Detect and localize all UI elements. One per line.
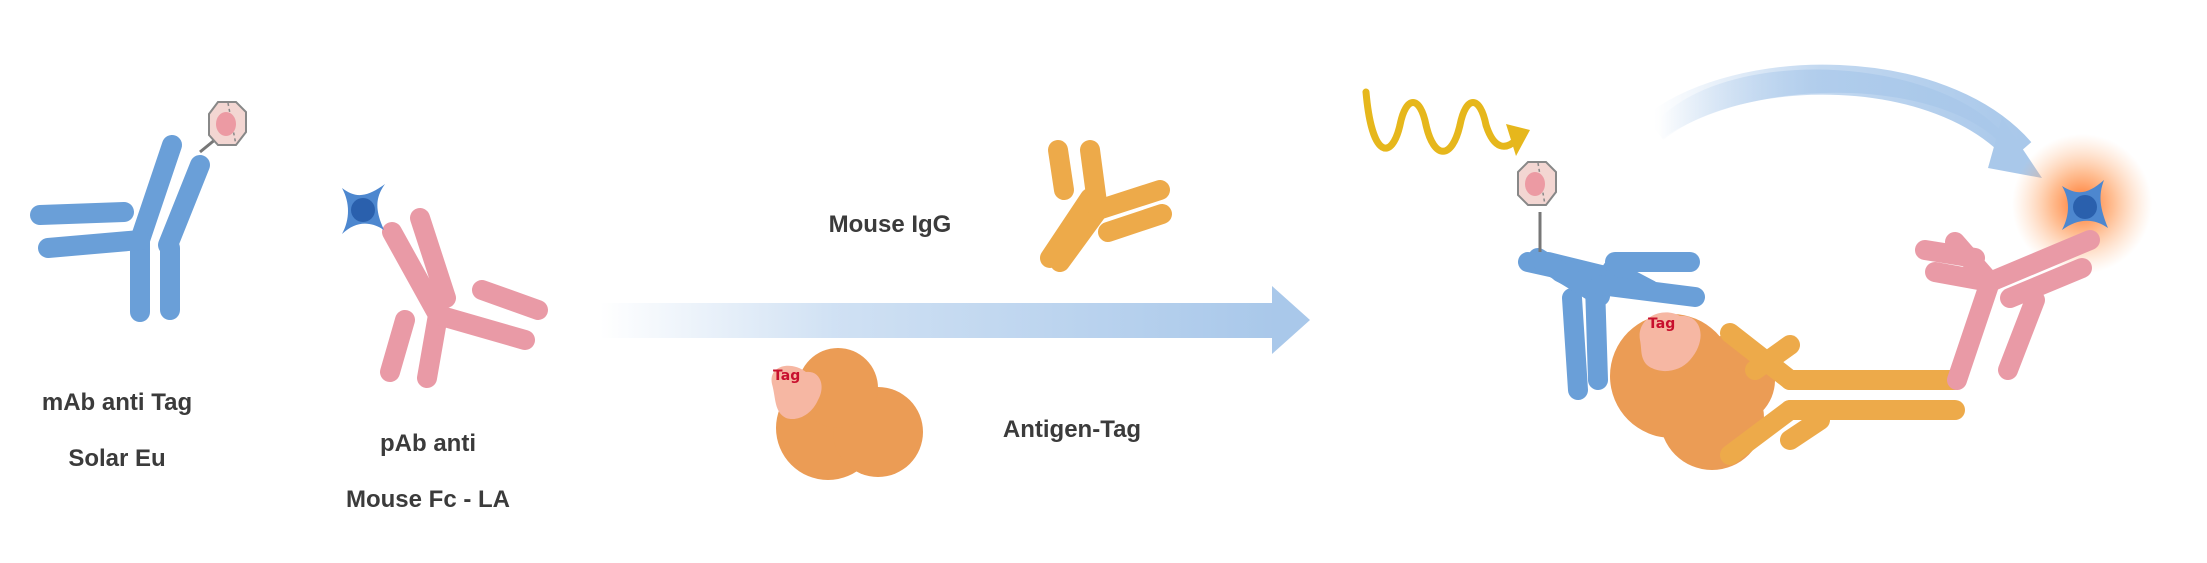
excitation-wave-icon [1362, 88, 1530, 156]
pab-label-line2: Mouse Fc - LA [346, 486, 510, 513]
tag-label-right: Tag [1648, 316, 1675, 332]
bound-mouse-igg-antibody [1720, 323, 1965, 465]
antigen-tag-icon [771, 348, 923, 480]
bound-acceptor-star-icon [2062, 180, 2108, 230]
bound-mab-antibody [1518, 248, 1705, 400]
reaction-arrow-icon [600, 286, 1310, 354]
pab-anti-mouse-fc-antibody [380, 208, 548, 388]
tag-label-left: Tag [773, 368, 800, 384]
europium-cryptate-icon [199, 101, 247, 154]
antigen-tag-label: Antigen-Tag [1003, 416, 1141, 443]
mouse-igg-antibody [1040, 140, 1172, 272]
mab-label-line1: mAb anti Tag [42, 389, 192, 416]
acceptor-star-icon [342, 184, 385, 234]
mouse-igg-label: Mouse IgG [829, 211, 952, 238]
bound-pab-antibody [1915, 230, 2100, 390]
energy-transfer-arrow-icon [1644, 64, 2042, 178]
pab-label-line1: pAb anti [380, 430, 476, 457]
mab-anti-tag-antibody [30, 135, 210, 322]
mab-label-line2: Solar Eu [68, 445, 165, 472]
bound-europium-cryptate-icon [1517, 161, 1557, 252]
